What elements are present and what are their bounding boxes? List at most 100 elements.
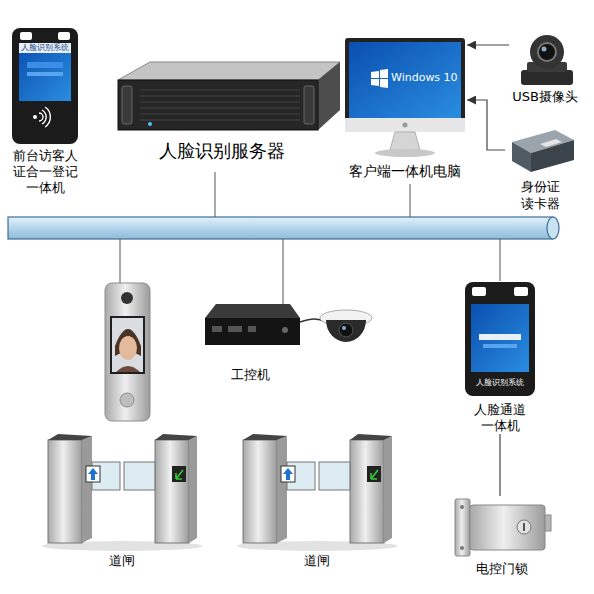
client-monitor [345,118,465,132]
bus-drop-line [120,172,500,304]
device-label: 前台访客人 证合一登记 一体机 [13,148,78,196]
turnstile [243,434,287,440]
device-label: 电控门锁 [476,560,528,577]
bus-drop-line [120,239,121,283]
device-node: 人脸通道 一体机 [463,280,537,434]
electric-lock [523,523,525,531]
turnstile [48,434,92,440]
connector [467,100,505,150]
turnstile [350,440,384,543]
usb-camera [538,43,556,61]
face-pillar-terminal [105,283,150,421]
device-label: 客户端一体机电脑 [349,162,461,180]
face-pillar-terminal [105,283,150,421]
visitor-terminal [27,72,63,76]
channel-face-terminal [479,334,521,340]
usb-camera [542,47,547,52]
id-card-reader [531,140,574,172]
electric-lock [470,505,545,550]
network-bus [8,217,553,239]
face-pillar-terminal [116,366,140,372]
usb-camera [530,35,564,69]
turnstile [48,440,82,543]
turnstile [283,468,293,480]
dome-camera [342,326,346,330]
turnstile [277,436,287,543]
turnstile [176,470,183,479]
electric-lock [455,499,470,556]
client-monitor [371,71,379,78]
turnstile [189,436,197,543]
client-monitor [349,42,461,118]
industrial-pc [205,318,300,345]
turnstile [367,466,381,482]
turnstile [350,434,392,440]
server-rack [304,86,314,124]
client-monitor [375,149,435,157]
connector [467,44,509,45]
usb-camera [521,70,573,85]
dome-camera [300,310,372,342]
server-rack [140,120,300,121]
device-node: 人脸识别服务器 [109,58,335,162]
channel-face-terminal [465,282,535,396]
face-pillar-terminal [120,393,134,407]
id-card-reader [540,139,562,147]
visitor-terminal [27,62,63,68]
face-pillar-terminal [121,292,133,304]
client-monitor [371,79,379,86]
server-rack [140,114,300,115]
electric-lock [517,520,531,534]
device-label: 道闸 [109,552,135,569]
face-pillar-terminal [110,316,145,374]
server-rack [118,62,340,130]
device-label: 工控机 [231,366,270,383]
server-rack [140,90,300,91]
electric-lock [460,546,464,550]
connector [499,434,500,496]
channel-face-terminal [472,287,486,296]
channel-face-terminal [483,344,517,348]
industrial-pc [248,326,256,332]
electric-lock [455,499,551,556]
device-node: 电控门锁 [452,496,552,577]
visitor-terminal [33,115,37,119]
device-label: 道闸 [304,552,330,569]
turnstile [86,466,100,482]
visitor-terminal [58,32,70,40]
turnstile [88,468,98,480]
turnstile [42,434,202,551]
channel-face-terminal [471,304,529,372]
network-bus [547,217,559,239]
turnstile [172,466,186,482]
server-rack [122,86,132,124]
device-label: 身份证 读卡器 [521,178,560,212]
industrial-pc [212,326,222,332]
visitor-terminal [20,32,32,40]
device-node: 客户端一体机电脑 [343,36,467,180]
bus-drop-line [283,239,284,304]
turnstile [155,434,197,440]
visitor-terminal [19,43,71,101]
visitor-terminal [39,107,50,127]
bus-drop-line [410,184,411,217]
turnstile [384,436,392,543]
bus-drop-line [215,172,216,217]
industrial-pc [205,304,300,345]
client-monitor [345,38,465,132]
device-node: 道闸 [44,428,200,569]
server-rack [140,90,300,120]
network-bus [8,217,559,239]
industrial-pc [228,326,242,332]
client-monitor [345,38,465,157]
id-card-reader [512,130,574,172]
turnstile [237,434,397,551]
screen-text: Windows 10 [391,72,458,84]
turnstile [319,462,350,490]
client-monitor [390,132,420,150]
screen-text: 人脸识别系统 [21,44,69,53]
industrial-pc [205,304,300,318]
usb-camera [521,35,573,85]
visitor-terminal [19,43,71,53]
